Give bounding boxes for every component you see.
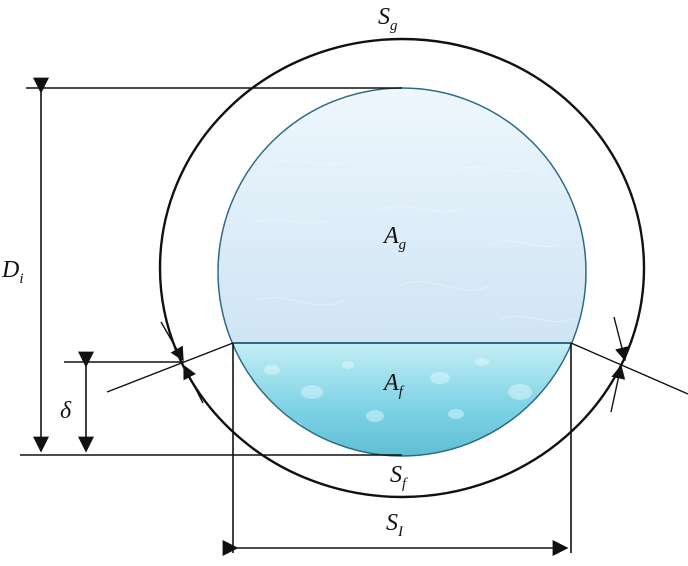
right-wall-leader-arrow-top — [613, 316, 629, 362]
left-wall-leader-arrow-top — [160, 321, 184, 362]
sg-label: Sg — [378, 4, 398, 34]
left-wall-leader-line — [106, 342, 234, 393]
ag-label: Ag — [382, 223, 407, 253]
di-label: Di — [1, 257, 24, 287]
gas-region — [218, 88, 586, 343]
af-label: Af — [382, 370, 405, 400]
delta-label: δ — [60, 398, 72, 424]
sf-label: Sf — [390, 462, 408, 492]
outer-pipe-wall — [158, 37, 646, 499]
right-wall-leader-arrow-bottom — [610, 364, 626, 413]
si-label: SI — [386, 510, 404, 540]
right-wall-leader-line — [570, 342, 688, 395]
left-wall-leader-arrow-bottom — [183, 364, 204, 404]
